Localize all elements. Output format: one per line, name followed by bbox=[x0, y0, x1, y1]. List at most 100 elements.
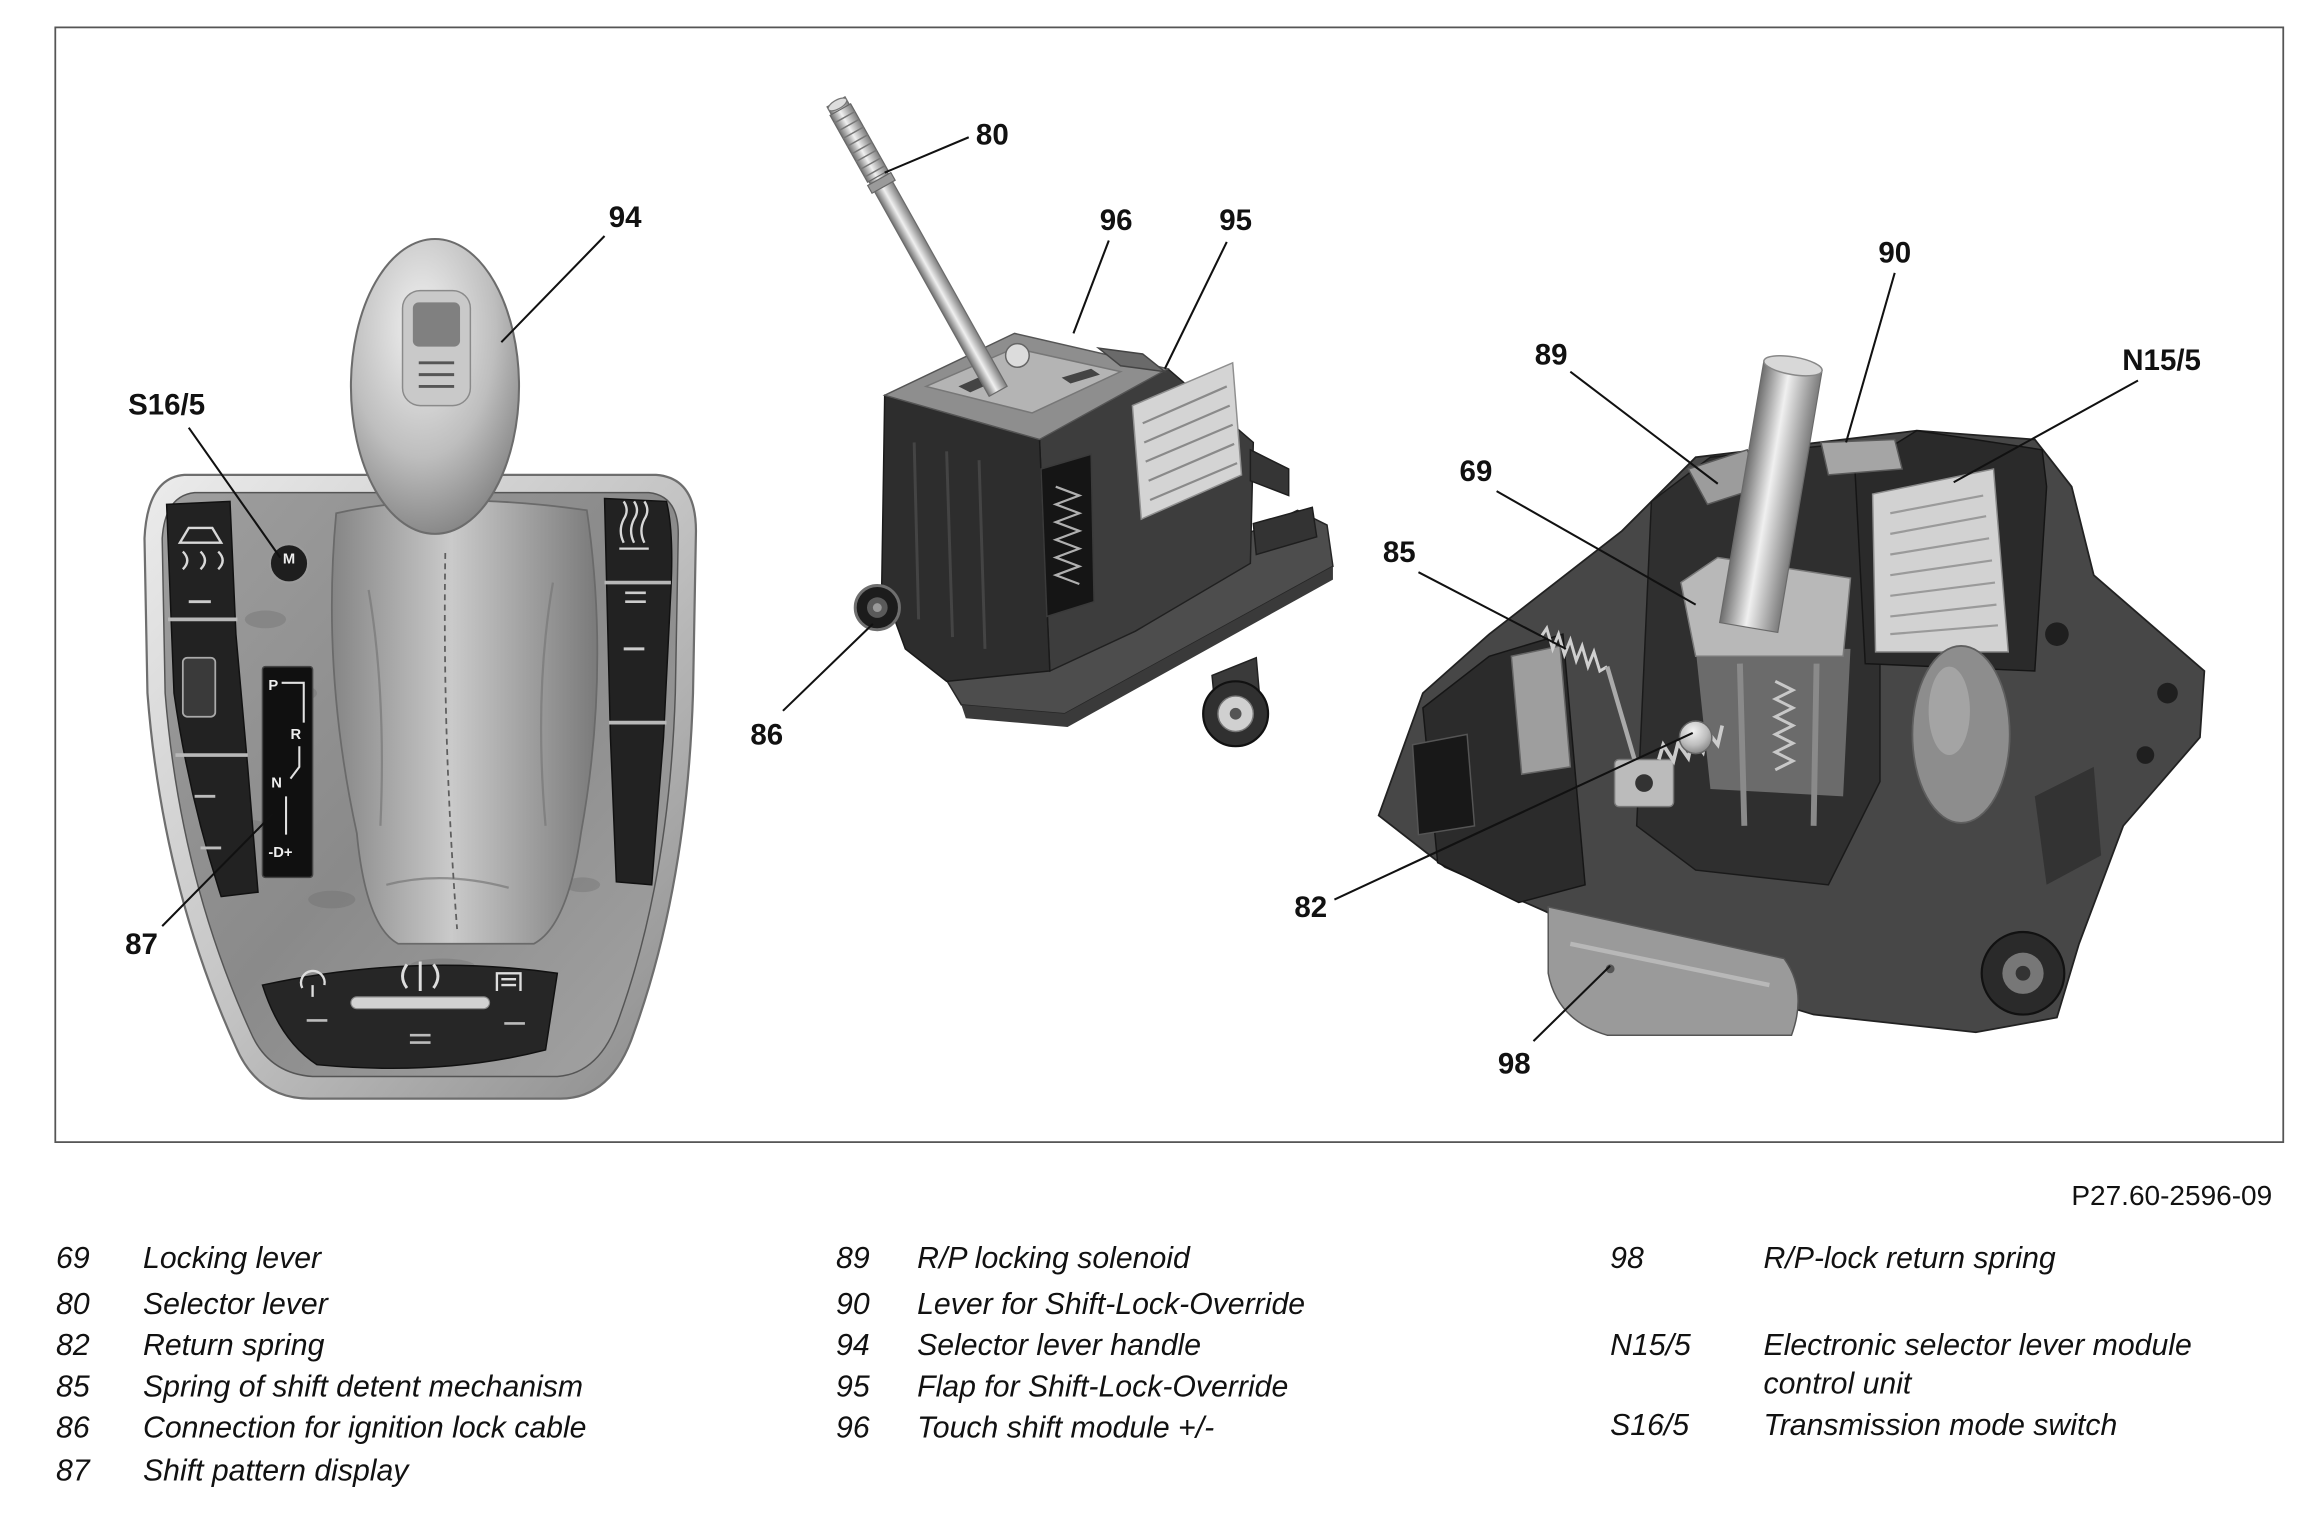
legend-text: Connection for ignition lock cable bbox=[143, 1412, 586, 1445]
legend-num: 90 bbox=[836, 1288, 870, 1321]
callout-s16-5: S16/5 bbox=[128, 388, 205, 421]
module-ribs bbox=[912, 442, 987, 649]
gear-r: R bbox=[290, 727, 301, 743]
touch-shift-gear bbox=[1004, 342, 1030, 368]
shift-boot bbox=[330, 499, 599, 945]
module-side-bracket bbox=[1249, 448, 1290, 497]
wood-grain-spot bbox=[308, 890, 356, 909]
callout-87: 87 bbox=[125, 928, 158, 961]
legend-num: 82 bbox=[56, 1329, 90, 1362]
callout-89: 89 bbox=[1535, 338, 1568, 371]
module-wheel-axle bbox=[1229, 707, 1242, 720]
selector-module-assembled bbox=[826, 96, 1334, 748]
legend: 69 Locking lever 80 Selector lever 82 Re… bbox=[56, 1242, 2192, 1487]
shift-lock-override-flap bbox=[1095, 347, 1168, 373]
legend-num: 95 bbox=[836, 1370, 870, 1403]
shift-pattern-display bbox=[261, 665, 314, 879]
mechanism-posts bbox=[1736, 663, 1820, 826]
top-slot-right bbox=[1061, 368, 1100, 384]
rp-lock-spring-housing bbox=[1547, 906, 1799, 1036]
callout-80: 80 bbox=[976, 119, 1009, 152]
gear-d: -D+ bbox=[268, 845, 292, 861]
boot-folds bbox=[367, 582, 555, 889]
return-spring-ball-joint bbox=[1678, 720, 1713, 755]
seat-heater-icon bbox=[619, 500, 649, 550]
leader-95 bbox=[1163, 241, 1228, 370]
leader-69 bbox=[1496, 490, 1697, 606]
callout-98: 98 bbox=[1498, 1048, 1531, 1081]
leader-87 bbox=[161, 813, 274, 927]
legend-num: 87 bbox=[56, 1455, 91, 1488]
open-module-lever-rod bbox=[1718, 355, 1823, 634]
parktronic-icon bbox=[299, 969, 326, 997]
right-button-dividers bbox=[604, 580, 671, 725]
mode-switch-button bbox=[268, 543, 310, 584]
leader-89 bbox=[1569, 370, 1719, 485]
leader-90 bbox=[1845, 272, 1896, 443]
leader-lines bbox=[161, 136, 2139, 1042]
left-button-dividers bbox=[168, 617, 248, 757]
socket-center bbox=[872, 603, 882, 613]
wood-grain-spot bbox=[244, 610, 287, 629]
rear-window-icon bbox=[495, 972, 522, 991]
callout-85: 85 bbox=[1383, 536, 1416, 569]
bottom-silver-bar bbox=[350, 996, 491, 1010]
legend-text: R/P locking solenoid bbox=[917, 1242, 1191, 1275]
detent-link bbox=[1605, 665, 1639, 768]
plate-hole bbox=[2136, 746, 2155, 764]
link-bracket-hole bbox=[1635, 774, 1653, 792]
esp-icon bbox=[177, 526, 224, 571]
legend-text: Return spring bbox=[143, 1329, 325, 1362]
figure-id: P27.60-2596-09 bbox=[2071, 1180, 2272, 1211]
leader-94 bbox=[500, 235, 606, 343]
callout-95: 95 bbox=[1219, 204, 1252, 237]
left-connector bbox=[1411, 733, 1476, 836]
leader-96 bbox=[1072, 240, 1110, 334]
plate-slot bbox=[2034, 766, 2102, 885]
legend-num: 98 bbox=[1610, 1242, 1644, 1275]
legend-num: N15/5 bbox=[1610, 1329, 1691, 1362]
leader-82 bbox=[1333, 731, 1694, 901]
gray-disk-highlight bbox=[1928, 666, 1970, 756]
leader-85 bbox=[1417, 571, 1567, 650]
shift-detent-spring bbox=[1539, 624, 1608, 674]
selector-lever-rod bbox=[826, 96, 1008, 398]
legend-text: Flap for Shift-Lock-Override bbox=[917, 1370, 1288, 1403]
callout-n15-5: N15/5 bbox=[2122, 344, 2201, 377]
leader-86 bbox=[782, 623, 874, 712]
lever-rod-top bbox=[1763, 355, 1823, 377]
legend-text: Selector lever bbox=[143, 1288, 330, 1321]
boot-stitching bbox=[443, 553, 458, 930]
leader-s16-5 bbox=[187, 427, 281, 559]
legend-num: 89 bbox=[836, 1242, 870, 1275]
legend-num: 96 bbox=[836, 1412, 870, 1445]
module-left-face bbox=[881, 394, 1051, 683]
knob-window-marks bbox=[418, 361, 455, 388]
gear-p: P bbox=[268, 678, 278, 694]
legend-num: 80 bbox=[56, 1288, 90, 1321]
connector-pins bbox=[1052, 485, 1083, 586]
legend-text-continued: control unit bbox=[1763, 1368, 1912, 1401]
legend-num: 94 bbox=[836, 1329, 870, 1362]
legend-text: Lever for Shift-Lock-Override bbox=[917, 1288, 1305, 1321]
leader-98 bbox=[1532, 965, 1611, 1042]
legend-num: 86 bbox=[56, 1412, 90, 1445]
legend-num: 69 bbox=[56, 1242, 90, 1275]
mechanism-bay bbox=[1695, 648, 1851, 797]
legend-text: Electronic selector lever module bbox=[1763, 1329, 2191, 1362]
callout-labels: 94 S16/5 87 80 96 95 86 90 89 N15/5 69 8… bbox=[125, 119, 2201, 1081]
callout-96: 96 bbox=[1100, 204, 1133, 237]
callout-69: 69 bbox=[1460, 455, 1493, 488]
shift-gate-line bbox=[281, 681, 305, 835]
center-console: P R N -D+ M bbox=[143, 237, 698, 1100]
left-lower-marks bbox=[194, 794, 222, 850]
legend-text: Shift pattern display bbox=[143, 1455, 410, 1488]
bottom-dash-marks bbox=[306, 1019, 525, 1044]
legend-text: Transmission mode switch bbox=[1763, 1409, 2117, 1442]
housing-highlight bbox=[1569, 941, 1770, 988]
shift-lock-override-lever bbox=[1820, 438, 1904, 476]
right-equal-mark bbox=[625, 591, 646, 604]
callout-82: 82 bbox=[1294, 891, 1327, 924]
callout-86: 86 bbox=[750, 719, 783, 752]
